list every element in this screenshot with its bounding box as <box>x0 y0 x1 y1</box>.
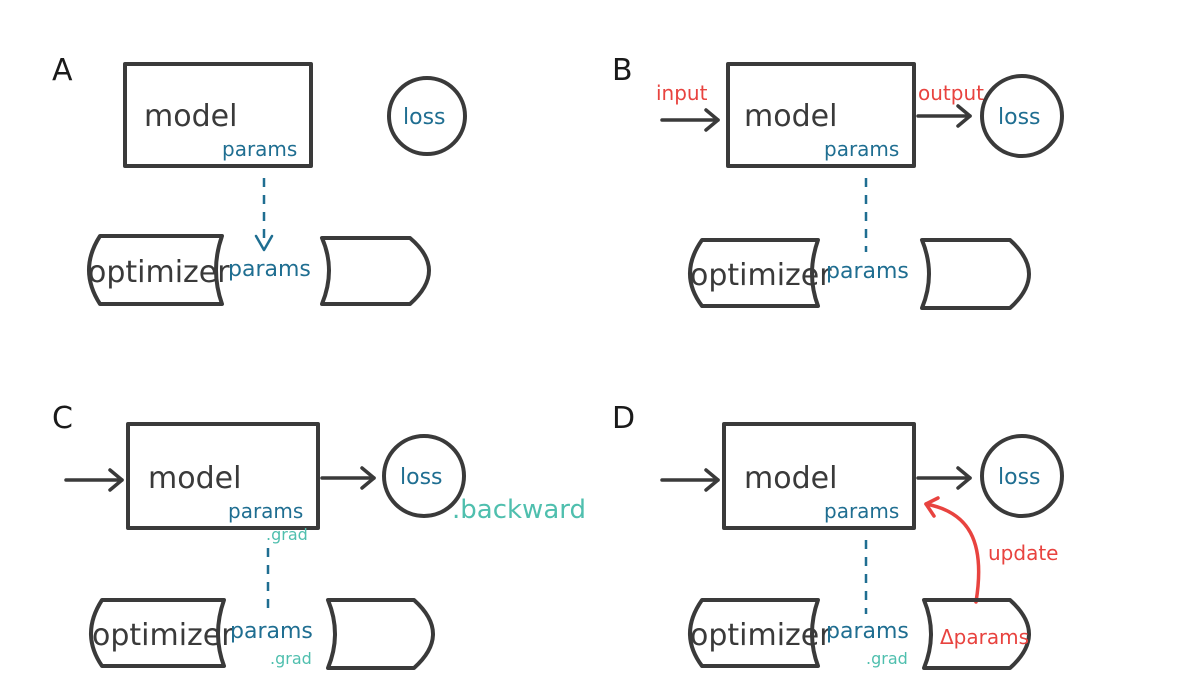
optimizer-grad-label: .grad <box>270 649 312 668</box>
model-params-label: params <box>222 137 297 161</box>
loss-circle <box>980 434 1064 518</box>
output-label: output <box>918 81 984 105</box>
output-arrowhead <box>360 466 376 490</box>
model-params-label: params <box>228 499 303 523</box>
delta-params-label: Δparams <box>940 625 1029 649</box>
model-box <box>726 62 916 168</box>
optimizer-shape <box>89 598 226 668</box>
update-label: update <box>988 541 1058 565</box>
optimizer-state-shape <box>920 238 1031 310</box>
input-arrowhead <box>704 108 720 132</box>
optimizer-state-shape <box>922 598 1031 670</box>
panel-a-letter: A <box>52 53 73 88</box>
optimizer-params-label: params <box>826 259 909 284</box>
model-grad-label: .grad <box>266 525 308 544</box>
optimizer-state-shape <box>326 598 435 670</box>
optimizer-label: optimizer <box>690 258 832 293</box>
optimizer-label: optimizer <box>92 618 234 653</box>
optimizer-label: optimizer <box>88 255 230 290</box>
model-label: model <box>148 461 241 496</box>
optimizer-shape <box>688 238 820 308</box>
model-label: model <box>144 99 237 134</box>
panel-c-letter: C <box>52 401 73 436</box>
model-params-label: params <box>824 137 899 161</box>
loss-circle <box>387 76 467 156</box>
optimizer-state-shape <box>320 236 431 306</box>
model-box <box>123 62 313 168</box>
panel-a: A model params loss optimizer params <box>52 53 467 306</box>
backward-label: .backward <box>452 495 586 525</box>
optimizer-params-label: params <box>228 257 311 282</box>
optimizer-shape <box>87 234 224 306</box>
model-box <box>126 422 320 530</box>
model-box <box>722 422 916 530</box>
update-arrow <box>924 502 981 604</box>
optimizer-shape <box>688 598 820 668</box>
model-params-label: params <box>824 499 899 523</box>
params-link-arrowhead <box>254 234 274 252</box>
update-arrowhead <box>924 496 940 518</box>
loss-label: loss <box>998 105 1041 130</box>
loss-circle <box>980 74 1064 158</box>
loss-label: loss <box>403 105 446 130</box>
loss-label: loss <box>998 465 1041 490</box>
panel-d: D model params loss update optimizer par… <box>612 401 1064 670</box>
panel-b-letter: B <box>612 53 633 88</box>
optimizer-grad-label: .grad <box>866 649 908 668</box>
input-arrowhead <box>704 468 720 492</box>
loss-circle <box>382 434 466 518</box>
model-label: model <box>744 99 837 134</box>
panel-d-letter: D <box>612 401 635 436</box>
input-arrowhead <box>108 468 124 492</box>
panel-b: B input model params output loss optimiz… <box>612 53 1064 310</box>
input-label: input <box>656 81 708 105</box>
loss-label: loss <box>400 465 443 490</box>
panel-c: C model params .grad loss .backward opti… <box>52 401 586 670</box>
model-label: model <box>744 461 837 496</box>
optimizer-label: optimizer <box>690 618 832 653</box>
output-arrowhead <box>956 466 972 490</box>
output-arrowhead <box>956 104 972 128</box>
optimizer-params-label: params <box>230 619 313 644</box>
optimizer-params-label: params <box>826 619 909 644</box>
